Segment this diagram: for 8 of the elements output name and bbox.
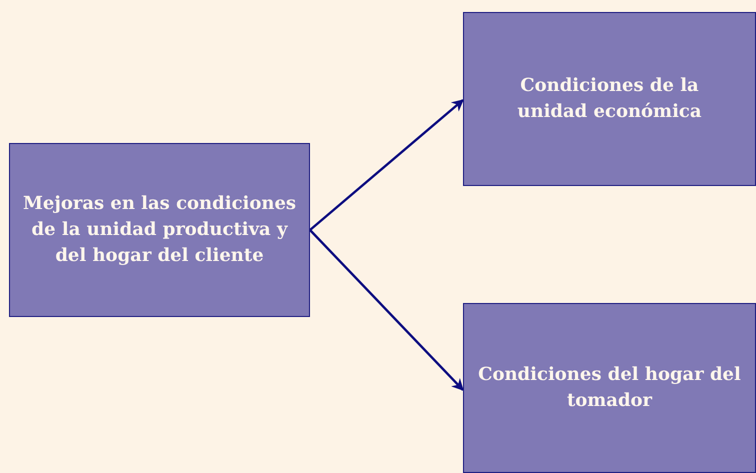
process-box bbox=[9, 143, 310, 317]
process-box bbox=[463, 12, 756, 186]
box-label: Condiciones de la unidad económica bbox=[516, 74, 703, 124]
arrow bbox=[309, 229, 464, 391]
box-label: Mejoras en las condiciones de la unidad productiva y del hogar del cliente bbox=[22, 192, 298, 268]
process-box bbox=[463, 303, 756, 473]
arrow bbox=[309, 99, 464, 231]
box-label: Condiciones del hogar del tomador bbox=[477, 362, 742, 413]
